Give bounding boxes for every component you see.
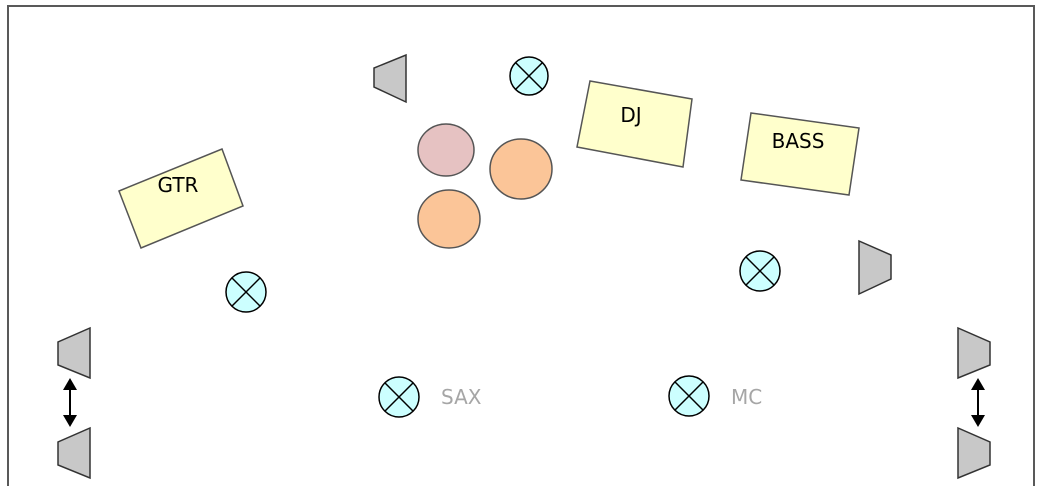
- drum-pink-icon: [417, 123, 475, 177]
- sax-label: SAX: [441, 385, 482, 409]
- mic-sax-icon: [378, 376, 420, 418]
- speaker-right-lower-icon: [957, 426, 991, 480]
- speaker-right-upper-icon: [957, 326, 991, 380]
- double-arrow-left-icon: [63, 378, 77, 427]
- mic-right-icon: [739, 250, 781, 292]
- mic-mc-icon: [668, 375, 710, 417]
- stage-frame: [7, 5, 1035, 486]
- dj-box: DJ: [576, 80, 693, 168]
- double-arrow-right-icon: [971, 378, 985, 427]
- bass-box: BASS: [740, 112, 860, 196]
- drum-orange-right-icon: [489, 138, 553, 200]
- mic-top-icon: [509, 56, 549, 96]
- mc-label: MC: [731, 385, 762, 409]
- dj-label: DJ: [620, 103, 641, 127]
- drum-orange-left-icon: [417, 189, 481, 249]
- speaker-left-upper-icon: [57, 326, 91, 380]
- gtr-label: GTR: [158, 173, 199, 197]
- speaker-right-mid-icon: [858, 239, 892, 296]
- speaker-left-lower-icon: [57, 426, 91, 480]
- gtr-box: GTR: [118, 148, 244, 249]
- speaker-center-top-icon: [373, 53, 407, 104]
- mic-left-icon: [225, 271, 267, 313]
- bass-label: BASS: [772, 129, 825, 153]
